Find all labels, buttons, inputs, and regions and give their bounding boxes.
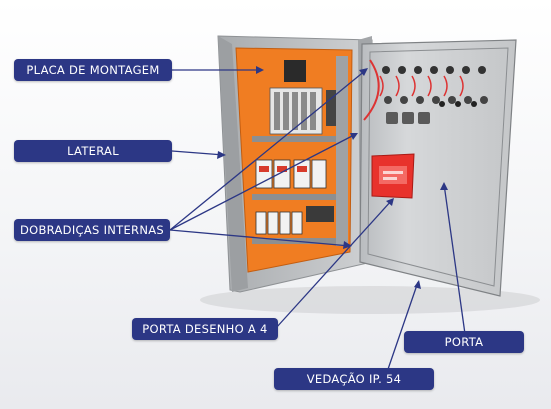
label-porta: PORTA xyxy=(404,331,524,353)
door-pushbuttons xyxy=(382,66,488,104)
din-rail-2 xyxy=(252,194,342,200)
label-lateral: LATERAL xyxy=(14,140,172,162)
floor-shadow xyxy=(200,286,540,314)
document-pocket xyxy=(371,153,415,199)
din-rail-1 xyxy=(252,136,344,142)
leader-arrowheads xyxy=(217,66,448,289)
label-dobradicas-internas: DOBRADIÇAS INTERNAS xyxy=(14,219,170,241)
components-row-3 xyxy=(255,206,334,235)
door-wiring xyxy=(363,59,464,121)
cabinet-side-wall xyxy=(218,36,248,292)
leader-lines xyxy=(169,69,466,376)
door-pilot-lights xyxy=(386,101,477,124)
label-placa-de-montagem: PLACA DE MONTAGEM xyxy=(14,59,172,81)
label-vedacao-ip-54: VEDAÇÃO IP. 54 xyxy=(274,368,434,390)
label-porta-desenho-a-4: PORTA DESENHO A 4 xyxy=(132,318,278,340)
components-row-2 xyxy=(255,159,327,189)
door-seal xyxy=(367,47,509,287)
cable-duct-right xyxy=(336,56,348,246)
